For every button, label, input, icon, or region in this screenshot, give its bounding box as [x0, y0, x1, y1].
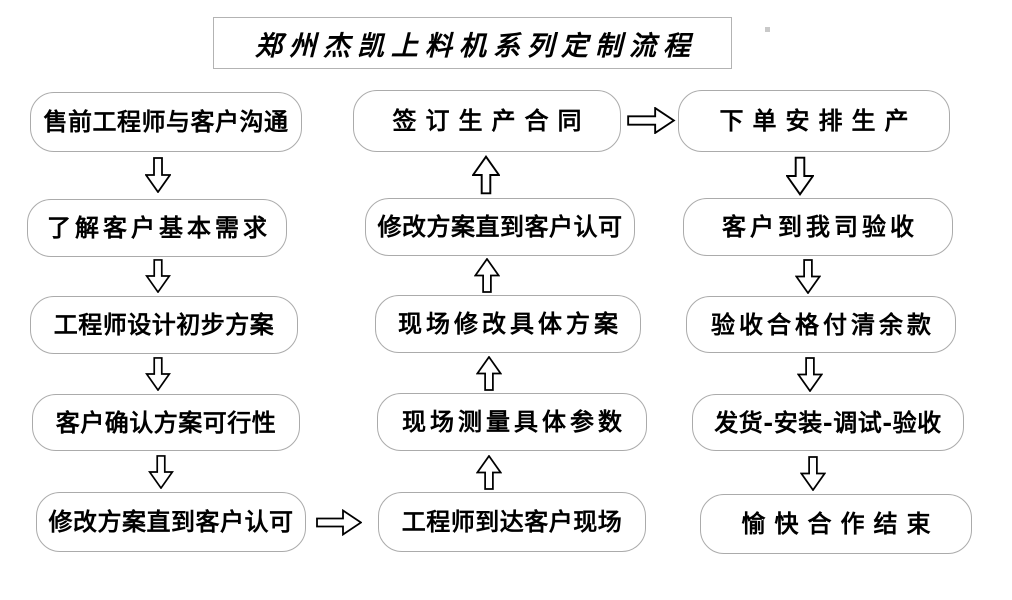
flow-step-presale-communication: 售前工程师与客户沟通 — [30, 92, 302, 152]
flow-step-label: 愉快合作结束 — [741, 509, 940, 538]
flow-step-happy-cooperation-end: 愉快合作结束 — [700, 494, 972, 554]
down-arrow-icon — [795, 259, 821, 294]
down-arrow-icon — [148, 455, 174, 489]
diagram-title: 郑州杰凯上料机系列定制流程 — [255, 30, 697, 62]
flow-step-label: 签订生产合同 — [392, 106, 591, 135]
flow-step-label: 发货-安装-调试-验收 — [714, 407, 942, 437]
flow-step-revise-until-approved-2: 修改方案直到客户认可 — [365, 198, 635, 256]
down-arrow-icon — [145, 357, 171, 391]
right-arrow-icon — [316, 509, 362, 536]
up-arrow-icon — [476, 455, 502, 490]
flow-step-understand-needs: 了解客户基本需求 — [27, 199, 287, 257]
flow-step-label: 了解客户基本需求 — [47, 213, 271, 242]
up-arrow-icon — [472, 155, 500, 195]
flow-step-place-order: 下单安排生产 — [678, 90, 950, 152]
flow-step-onsite-revise-plan: 现场修改具体方案 — [375, 295, 641, 353]
flow-step-label: 工程师设计初步方案 — [53, 310, 275, 339]
stray-handle-dot — [765, 27, 770, 32]
diagram-title-box: 郑州杰凯上料机系列定制流程 — [213, 17, 732, 69]
flow-step-label: 验收合格付清余款 — [711, 309, 935, 339]
down-arrow-icon — [800, 456, 826, 491]
flow-step-label: 售前工程师与客户沟通 — [43, 107, 289, 136]
flow-step-label: 工程师到达客户现场 — [401, 507, 623, 536]
flow-step-confirm-feasibility: 客户确认方案可行性 — [32, 394, 300, 451]
flow-step-label: 修改方案直到客户认可 — [377, 212, 623, 241]
flow-step-preliminary-design: 工程师设计初步方案 — [30, 296, 298, 354]
flow-step-onsite-measure: 现场测量具体参数 — [377, 393, 647, 451]
flow-step-revise-until-approved-1: 修改方案直到客户认可 — [36, 492, 306, 552]
flow-step-label: 下单安排生产 — [719, 106, 918, 135]
down-arrow-icon — [786, 156, 814, 196]
down-arrow-icon — [797, 357, 823, 392]
up-arrow-icon — [474, 258, 500, 293]
down-arrow-icon — [145, 259, 171, 293]
flow-step-label: 现场测量具体参数 — [402, 407, 626, 436]
flow-step-label: 客户确认方案可行性 — [55, 407, 277, 437]
flow-step-sign-contract: 签订生产合同 — [353, 90, 621, 152]
flow-step-label: 客户到我司验收 — [722, 212, 918, 241]
up-arrow-icon — [476, 356, 502, 391]
down-arrow-icon — [145, 157, 171, 193]
right-arrow-icon — [627, 107, 676, 134]
flow-step-engineer-arrives: 工程师到达客户现场 — [378, 492, 646, 552]
flow-step-label: 现场修改具体方案 — [398, 309, 622, 338]
flow-step-ship-install-debug-accept: 发货-安装-调试-验收 — [692, 394, 964, 451]
flow-step-customer-acceptance: 客户到我司验收 — [683, 198, 953, 256]
flow-step-label: 修改方案直到客户认可 — [48, 507, 294, 536]
flow-step-pay-balance: 验收合格付清余款 — [686, 296, 956, 353]
